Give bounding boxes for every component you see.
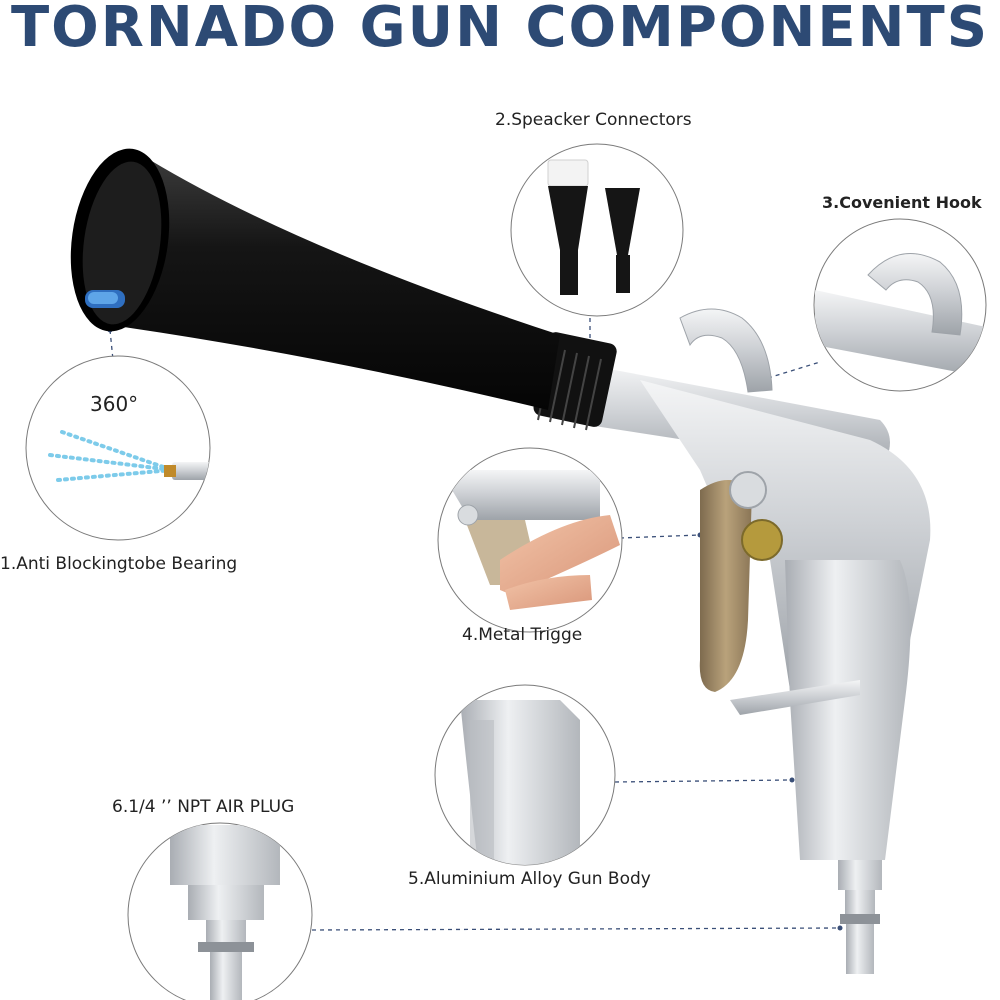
callout-plug-circle: [127, 822, 313, 1000]
callout-connectors-circle: [510, 143, 684, 317]
trigger-label: 4.Metal Trigge: [462, 625, 583, 645]
hook-label: 3.Covenient Hook: [822, 193, 982, 212]
bearing-angle-label: 360°: [90, 392, 139, 416]
callout-body-circle: [434, 684, 616, 866]
leader-line-hook: [767, 361, 821, 379]
leader-line-plug: [311, 927, 841, 931]
leader-line-body: [614, 779, 791, 783]
body-label: 5.Aluminium Alloy Gun Body: [408, 869, 651, 889]
leader-line-trigger: [619, 534, 701, 539]
plug-label: 6.1/4 ’’ NPT AIR PLUG: [112, 797, 295, 817]
tornado-gun-illustration: [70, 148, 931, 974]
callout-bearing-circle: [25, 355, 211, 541]
callout-trigger-circle: [437, 447, 623, 633]
anchor-dot-plug: [837, 925, 843, 931]
bearing-label: 1.Anti Blockingtobe Bearing: [0, 554, 238, 574]
connectors-label: 2.Speacker Connectors: [495, 110, 692, 130]
page-title: TORNADO GUN COMPONENTS: [10, 0, 990, 60]
callout-hook-circle: [813, 218, 987, 392]
anchor-dot-body: [789, 777, 795, 783]
